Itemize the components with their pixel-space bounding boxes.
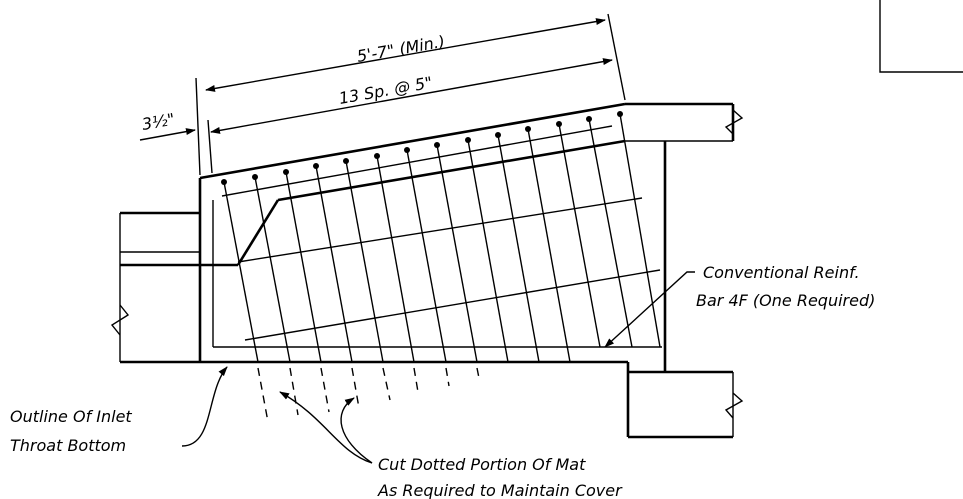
inlet-outline: [120, 102, 744, 439]
conventional-reinf-note-line2: Bar 4F (One Required): [696, 291, 875, 310]
outline-note-line2: Throat Bottom: [10, 436, 126, 455]
offset-dimension-label: 3½": [140, 109, 176, 133]
cut-dotted-note-line1: Cut Dotted Portion Of Mat: [378, 455, 586, 474]
cut-dotted-note-line2: As Required to Maintain Cover: [377, 481, 623, 499]
spacing-dimension-label: 13 Sp. @ 5": [337, 73, 433, 108]
left-slab: [110, 211, 238, 362]
overall-dimension-label: 5'-7" (Min.): [355, 32, 446, 66]
dimension-lines: [139, 13, 626, 176]
conventional-reinf-note-line1: Conventional Reinf.: [703, 263, 860, 282]
outline-note-line1: Outline Of Inlet: [10, 407, 132, 426]
transverse-bars: [221, 111, 661, 363]
longitudinal-bars: [221, 125, 661, 341]
note-leaders: [181, 271, 695, 464]
title-box-corner: [879, 0, 963, 73]
dotted-mat-portion: [257, 367, 480, 423]
